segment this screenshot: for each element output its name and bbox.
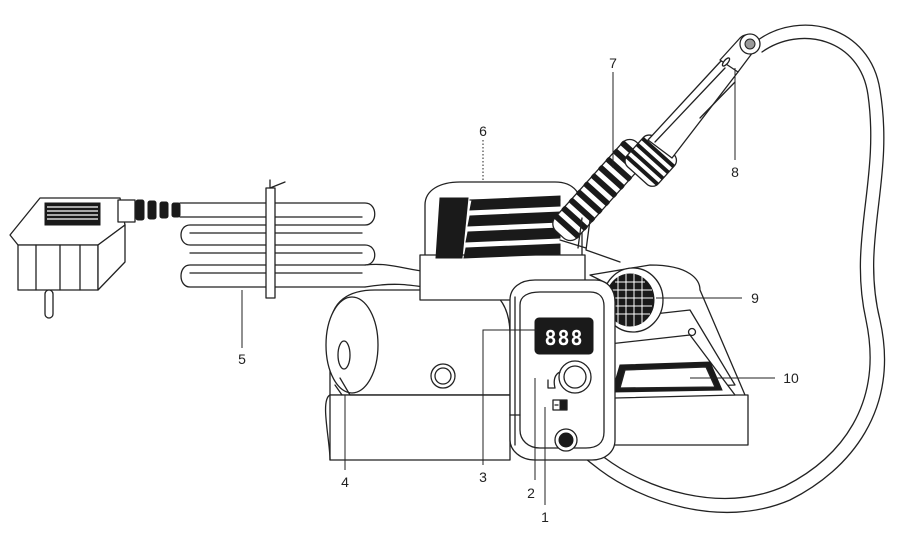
solder-reel-holder [324,289,516,461]
coiled-cord [179,179,431,299]
iron-cable [564,24,885,513]
sponge-tray [589,264,749,446]
cable-tie [265,187,276,299]
soldering-iron [552,33,761,263]
display-readout: 888 [544,326,583,350]
callout-6: 6 [479,123,487,139]
callout-2: 2 [527,485,535,501]
plug-pin [44,289,54,319]
brass-wool-cup [602,267,664,333]
plug-grip-ribs [44,202,101,226]
callout-4: 4 [341,474,349,490]
callout-5: 5 [238,351,246,367]
control-unit: 888 [509,279,616,461]
callout-1: 1 [541,509,549,525]
callout-10: 10 [783,370,799,386]
sponge [611,361,723,393]
callout-9: 9 [751,290,759,306]
callout-leaders [241,68,775,505]
callout-labels: 1 2 3 4 5 6 7 8 9 10 [238,55,799,525]
callout-7: 7 [609,55,617,71]
tray-screw [687,327,697,337]
callout-8: 8 [731,164,739,180]
temperature-display [534,317,594,355]
leader-3 [482,329,537,465]
mains-plug [9,197,181,319]
callout-3: 3 [479,469,487,485]
